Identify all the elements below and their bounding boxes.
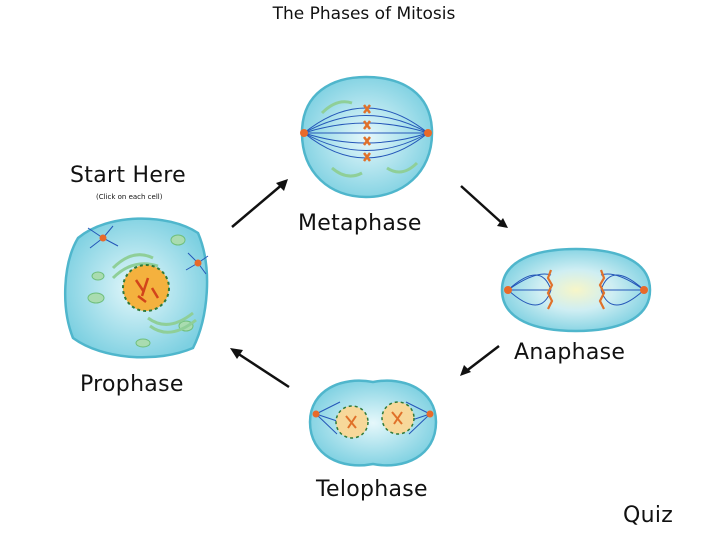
arrow-prophase-to-metaphase bbox=[231, 179, 288, 228]
anaphase-membrane bbox=[500, 247, 652, 333]
prophase-cell[interactable] bbox=[58, 208, 213, 363]
page-title: The Phases of Mitosis bbox=[272, 4, 456, 24]
prophase-label: Prophase bbox=[80, 372, 184, 397]
arrow-anaphase-to-telophase bbox=[460, 345, 500, 376]
arrow-telophase-to-prophase bbox=[230, 348, 290, 389]
prophase-nucleus bbox=[122, 264, 170, 312]
telophase-membrane bbox=[308, 379, 438, 467]
click-hint: (Click on each cell) bbox=[96, 193, 163, 201]
metaphase-label: Metaphase bbox=[298, 211, 422, 236]
arrow-metaphase-to-anaphase bbox=[460, 185, 508, 228]
quiz-button[interactable]: Quiz bbox=[623, 503, 674, 528]
telophase-label: Telophase bbox=[316, 477, 428, 502]
telophase-cell[interactable] bbox=[302, 372, 444, 474]
anaphase-cell[interactable] bbox=[496, 245, 656, 335]
metaphase-cell[interactable] bbox=[292, 73, 440, 201]
start-here-label: Start Here bbox=[70, 163, 186, 188]
anaphase-label: Anaphase bbox=[514, 340, 626, 365]
